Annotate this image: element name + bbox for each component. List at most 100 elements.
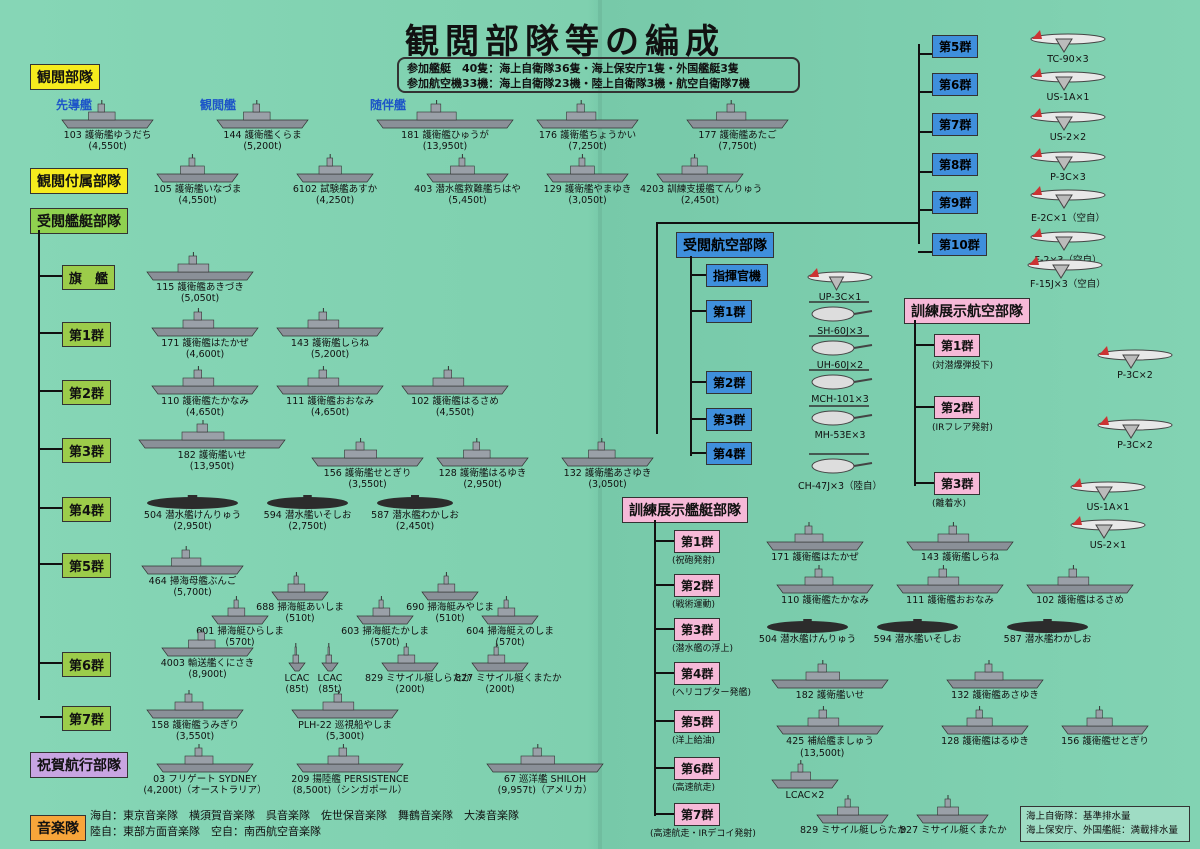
submarine-icon — [147, 495, 238, 509]
group-ship-name: 601 掃海艇ひらしま — [196, 626, 284, 637]
helicopter-icon — [809, 369, 873, 390]
training-ship-caption: 827 ミサイル艇くまたか — [900, 825, 1007, 836]
fuzoku-ship-name: 129 護衛艦やまゆき — [543, 184, 632, 195]
training-ship-label: 第7群 — [674, 803, 721, 826]
group-ship-caption: 158 護衛艦うみぎり(3,550t) — [130, 720, 260, 742]
jukan-air-aircraft: MH-53E×3 — [790, 400, 890, 441]
group-ship-caption: 132 護衛艦あさゆき(3,050t) — [545, 468, 670, 490]
training-air-branch — [916, 344, 934, 346]
group-label: 第3群 — [62, 438, 112, 463]
training-ship-name: 504 潜水艦けんりゅう — [758, 634, 857, 645]
training-ship-name: 594 潜水艦いそしお — [873, 634, 962, 645]
submarine-icon — [767, 619, 848, 633]
group-label: 第5群 — [62, 553, 112, 578]
cat-lead: 先導艦 — [56, 98, 93, 112]
training-ship-branch — [656, 767, 674, 769]
aircraft-caption: P-3C×3 — [1050, 172, 1086, 183]
training-ship-caption: 829 ミサイル艇しらたか — [800, 825, 907, 836]
ship-icon — [471, 643, 529, 672]
training-air-label: 第1群 — [934, 334, 981, 357]
group-ship-name: 594 潜水艦いそしお — [263, 510, 352, 521]
aircraft-caption: TC-90×3 — [1047, 54, 1089, 65]
ship-icon — [291, 690, 399, 719]
group-label: 第6群 — [62, 652, 112, 677]
training-ship-caption: 110 護衛艦たかなみ — [760, 595, 890, 606]
training-ship-branch — [656, 540, 674, 542]
training-ship: 111 護衛艦おおなみ — [880, 565, 1020, 606]
group-ship: 464 掃海母艦ぶんご(5,700t) — [125, 546, 260, 598]
jukan-air-aircraft: MCH-101×3 — [790, 364, 890, 405]
training-ship-label: 第6群 — [674, 757, 721, 780]
group-ship-tonnage: (3,550t) — [175, 731, 215, 742]
group-ship: 587 潜水艦わかしお(2,450t) — [360, 492, 470, 532]
ship-icon — [376, 100, 514, 129]
fuzoku-ship-name: 6102 試験艦あすか — [292, 184, 378, 195]
ship-icon — [216, 100, 309, 129]
shukuga-ship-name: 209 揚陸艦 PERSISTENCE — [291, 774, 409, 785]
tree-branch — [40, 332, 62, 334]
group-ship-tonnage: (5,700t) — [173, 587, 212, 598]
ship-icon — [776, 565, 874, 594]
group-ship-name: 182 護衛艦いせ — [177, 450, 247, 461]
page-fold — [598, 0, 602, 849]
training-ship-name: 111 護衛艦おおなみ — [906, 595, 994, 606]
training-air-sub: (離着水) — [932, 499, 967, 509]
aircraft-icon — [1030, 148, 1106, 171]
training-ship-name: 182 護衛艦いせ — [795, 690, 865, 701]
ship-icon — [916, 795, 989, 824]
group-ship-name: 115 護衛艦あきづき — [156, 282, 244, 293]
aircraft-caption: US-1A×1 — [1086, 502, 1130, 513]
group-ship-tonnage: (2,450t) — [395, 521, 435, 532]
ship-icon — [481, 596, 539, 625]
training-ship-sub: (戦術運動) — [672, 600, 716, 610]
group-ship-name: 111 護衛艦おおなみ — [286, 396, 374, 407]
kanetsu-ship-name: 176 護衛艦ちょうかい — [538, 130, 637, 141]
group-label: 旗 艦 — [62, 265, 116, 290]
fuzoku-ship-tonnage: (5,450t) — [448, 195, 487, 206]
aircraft-icon — [807, 268, 873, 292]
group-ship: PLH-22 巡視船やしま(5,300t) — [275, 690, 415, 742]
kanetsu-ship-tonnage: (4,550t) — [88, 141, 127, 152]
group-ship-name: 171 護衛艦はたかぜ — [161, 338, 249, 349]
group-ship-tonnage: (5,200t) — [310, 349, 350, 360]
page-title: 観閲部隊等の編成 — [405, 22, 725, 62]
section-kanetsu-fuzoku: 観閲付属部隊 — [30, 168, 128, 194]
training-ship-tonnage: (13,500t) — [800, 748, 845, 759]
fuzoku-ship-caption: 129 護衛艦やまゆき(3,050t) — [530, 184, 645, 206]
group-ship-name: PLH-22 巡視船やしま — [298, 720, 392, 731]
fuzoku-ship: 4203 訓練支援艦てんりゅう(2,450t) — [640, 154, 762, 206]
training-ship-label: 第5群 — [674, 710, 721, 733]
group-ship: 594 潜水艦いそしお(2,750t) — [250, 492, 365, 532]
group-ship-caption: 603 掃海艇たかしま(570t) — [340, 626, 430, 648]
group-ship-name: 690 掃海艇みやじま — [406, 602, 494, 613]
group-ship-tonnage: (4,650t) — [310, 407, 350, 418]
section-training-air: 訓練展示航空部隊 — [904, 298, 1030, 324]
fuzoku-ship-caption: 6102 試験艦あすか(4,250t) — [280, 184, 390, 206]
group-ship: 156 護衛艦せとぎり(3,550t) — [295, 438, 440, 490]
group-ship-name: LCAC — [284, 673, 310, 684]
aircraft-caption: US-2×1 — [1089, 540, 1127, 551]
air-group-label: 第8群 — [932, 153, 979, 176]
aircraft-icon — [1030, 68, 1106, 91]
ship-icon — [146, 252, 254, 281]
training-ship-sub: (ヘリコプター発艦) — [672, 688, 752, 698]
training-ship-branch — [656, 672, 674, 674]
ship-icon — [151, 308, 259, 337]
ship-icon — [656, 154, 744, 183]
shukuga-ship-caption: 03 フリゲート SYDNEY(4,200t)（オーストラリア） — [140, 774, 270, 796]
group-ship-caption: 504 潜水艦けんりゅう(2,950t) — [130, 510, 255, 532]
group-ship-tonnage: (5,300t) — [325, 731, 365, 742]
training-ship-caption: 171 護衛艦はたかぜ — [750, 552, 880, 563]
group-ship-caption: 464 掃海母艦ぶんご(5,700t) — [125, 576, 260, 598]
group-ship-caption: 594 潜水艦いそしお(2,750t) — [250, 510, 365, 532]
shukuga-ship: 03 フリゲート SYDNEY(4,200t)（オーストラリア） — [140, 744, 270, 796]
ship-icon — [141, 546, 244, 575]
ship-icon — [271, 572, 329, 601]
kanetsu-ship-tonnage: (5,200t) — [243, 141, 282, 152]
training-ship: 143 護衛艦しらね — [890, 522, 1030, 563]
air-group-aircraft: TC-90×3 — [1018, 24, 1118, 65]
training-ship-sub: (祝砲発射) — [672, 556, 716, 566]
section-jukan-air: 受閲航空部隊 — [676, 232, 774, 258]
group-ship-tonnage: (4,550t) — [435, 407, 475, 418]
